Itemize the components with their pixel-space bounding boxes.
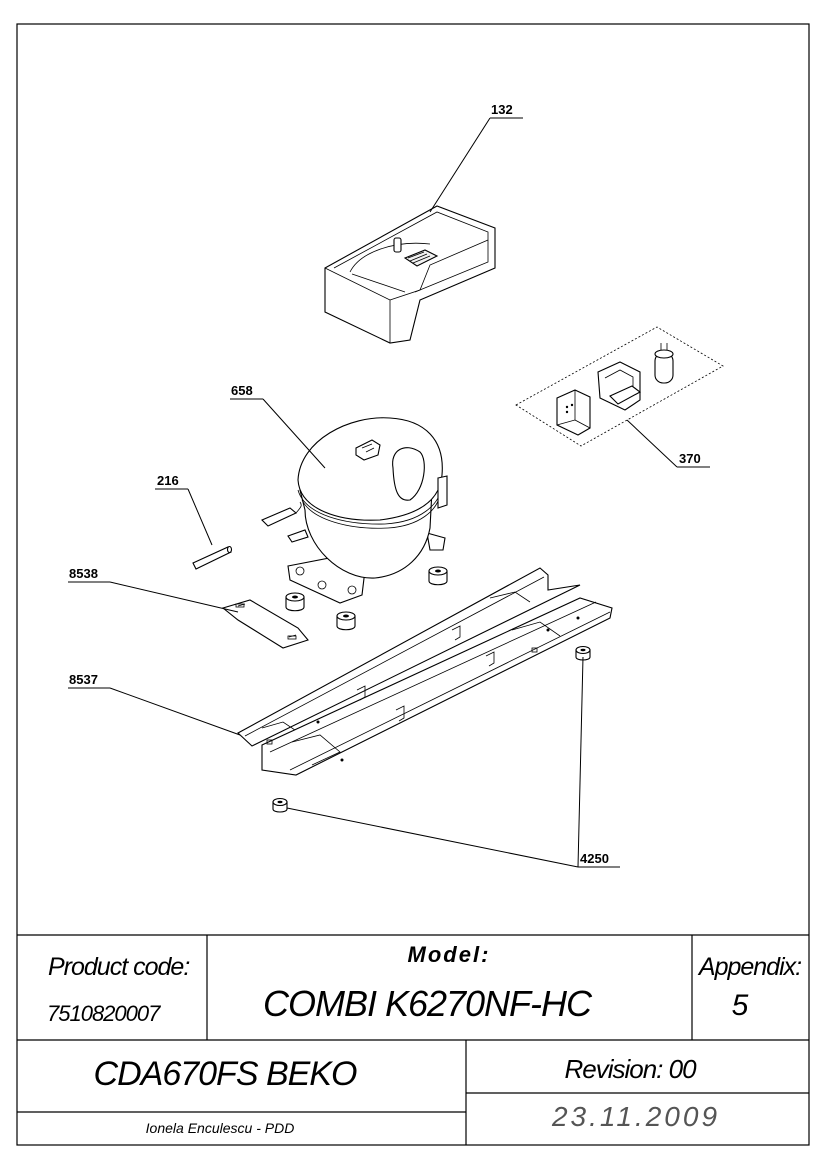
callout-4250: 4250 (580, 851, 609, 866)
part-370-electrical-kit (515, 326, 724, 447)
callout-8538: 8538 (69, 566, 98, 581)
part-8537-base-rails (237, 567, 613, 776)
callout-8537: 8537 (69, 672, 98, 687)
callout-370: 370 (679, 451, 701, 466)
part-132-drip-tray (324, 205, 496, 344)
callout-132: 132 (491, 102, 513, 117)
product-code-label: Product code: (48, 953, 189, 981)
callout-216: 216 (157, 473, 179, 488)
part-658-compressor (261, 417, 448, 604)
part-216-pin (192, 545, 233, 570)
rubber-grommets (285, 566, 448, 631)
revision: Revision: 00 (564, 1054, 697, 1084)
product-code-value: 7510820007 (47, 1001, 161, 1026)
appendix-number: 5 (732, 989, 749, 1022)
title-block (17, 934, 809, 1145)
part-4250-feet (272, 645, 591, 813)
product-name: CDA670FS BEKO (94, 1055, 357, 1093)
callout-658: 658 (231, 383, 253, 398)
sheet-border (16, 23, 810, 1146)
author: Ionela Enculescu - PDD (146, 1120, 295, 1136)
model-label: Model: (408, 942, 491, 967)
part-8538-clamp (221, 599, 309, 649)
date: 23.11.2009 (551, 1101, 720, 1132)
appendix-label: Appendix: (697, 953, 801, 981)
callout-leaders (68, 117, 710, 868)
model-value: COMBI K6270NF-HC (263, 983, 593, 1024)
